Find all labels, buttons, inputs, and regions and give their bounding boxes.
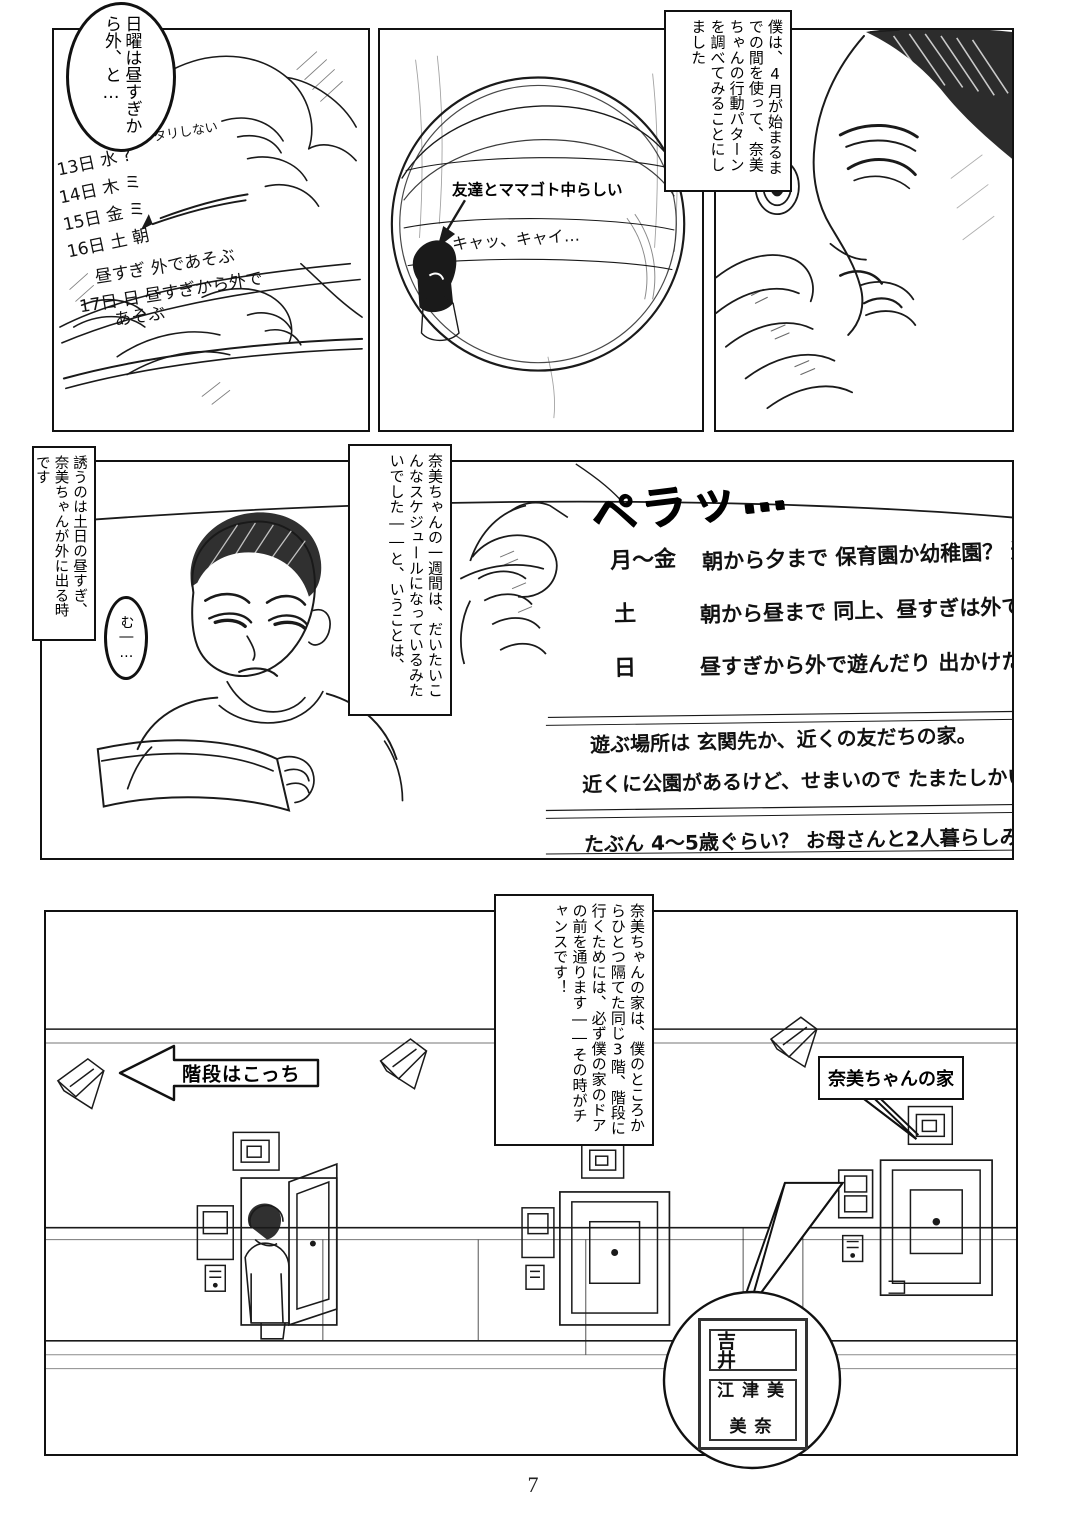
schedule-row-0-text: 朝から夕まで 保育園か幼稚園？ 送り bbox=[701, 537, 1014, 575]
schedule-row-0-day: 月～金 bbox=[609, 546, 677, 575]
narration-bottom-center: 奈美ちゃんの家は、僕のところからひとつ隔てた同じ3階、階段に行くためには、必ず僕… bbox=[494, 894, 654, 1146]
nameplate-family: 吉井 bbox=[714, 1331, 735, 1369]
schedule-row-1-text: 朝から昼まで 同上、昼すぎは外で遊んだ bbox=[699, 592, 1014, 628]
panel4-sfx: ペラッ… bbox=[587, 464, 793, 543]
schedule-row-2-text: 昼すぎから外で遊んだり 出かけたり。 bbox=[699, 648, 1014, 680]
nameplate-zoom-circle: 吉井 美津江 奈美 bbox=[660, 1288, 844, 1472]
nameplate-frame: 吉井 美津江 奈美 bbox=[698, 1318, 808, 1450]
stairs-arrow-label: 階段はこっち bbox=[182, 1063, 301, 1086]
panel-binoculars-view: 友達とママゴト中らしい キャッ、キャイ… bbox=[378, 28, 704, 432]
schedule-note-0: 遊ぶ場所は 玄関先か、近くの友だちの家。 bbox=[589, 722, 977, 758]
schedule-note-2: たぶん 4～5歳ぐらい？ お母さんと2人暮らしみたいな bbox=[583, 823, 1014, 857]
nameplate-family-row: 吉井 bbox=[709, 1329, 797, 1371]
panel-boy-reading-notes: ペラッ… 月～金 朝から夕まで 保育園か幼稚園？ 送り 土 朝から昼まで 同上、… bbox=[40, 460, 1014, 860]
narration-mid-center: 奈美ちゃんの一週間は、だいたいこんなスケジュールになっているみたいでした――と、… bbox=[348, 444, 452, 716]
thought-balloon-sunday: 日曜は昼すぎから外、と… bbox=[66, 2, 176, 152]
nameplate-member-1: 美津江 bbox=[714, 1381, 783, 1399]
narration-mid-left: 誘うのは土日の昼すぎ、奈美ちゃんが外に出る時です bbox=[32, 446, 96, 641]
balloon-grunt: む―… bbox=[104, 596, 148, 680]
arrow-left-icon bbox=[118, 1044, 320, 1102]
nameplate-members: 美津江 奈美 bbox=[711, 1381, 786, 1439]
nameplate-member-2: 奈美 bbox=[726, 1417, 771, 1436]
schedule-row-2-day: 日 bbox=[613, 655, 637, 682]
page-number: 7 bbox=[527, 1472, 539, 1497]
callout-nami-house: 奈美ちゃんの家 bbox=[818, 1056, 964, 1100]
schedule-note-1: 近くに公園があるけど、せまいので たまたしかいかない？ bbox=[581, 763, 1014, 797]
schedule-row-1-day: 土 bbox=[613, 601, 637, 628]
panel2-sfx: キャッ、キャイ… bbox=[451, 225, 581, 254]
stairs-direction-sign: 階段はこっち bbox=[116, 1042, 322, 1104]
callout-label: 奈美ちゃんの家 bbox=[828, 1069, 954, 1090]
balloon-text: 日曜は昼すぎから外、と… bbox=[101, 15, 142, 134]
nameplate-members-row: 美津江 奈美 bbox=[709, 1379, 797, 1441]
panel2-caption: 友達とママゴト中らしい bbox=[452, 181, 623, 199]
narration-top-right: 僕は、4月が始まるまでの間を使って、奈美ちゃんの行動パターンを調べてみることにし… bbox=[664, 10, 792, 192]
balloon-text: む―… bbox=[118, 615, 135, 661]
